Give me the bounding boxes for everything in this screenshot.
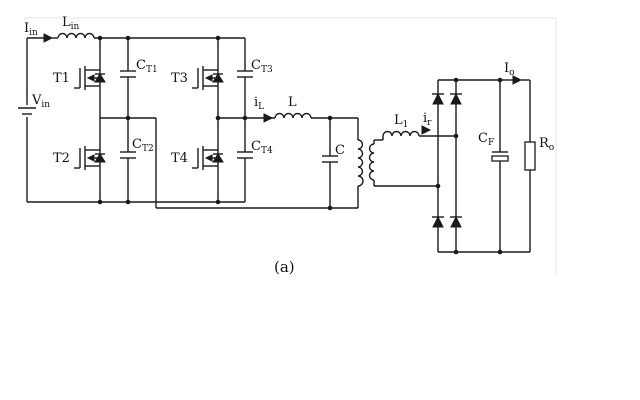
label-ir: ir xyxy=(423,111,432,128)
input-inductor xyxy=(57,32,95,39)
label-t1: T1 xyxy=(53,71,70,86)
resonant-tank xyxy=(263,112,456,211)
capacitor-cf xyxy=(491,155,509,162)
capacitor-ct3 xyxy=(237,70,253,78)
label-c: C xyxy=(335,143,345,158)
diode-bridge xyxy=(432,77,530,255)
inductor-l xyxy=(274,112,312,119)
figure-caption: (a) xyxy=(274,258,295,276)
capacitor-ct4 xyxy=(237,151,253,159)
label-t2: T2 xyxy=(53,151,70,166)
input-current-arrow xyxy=(43,33,54,43)
switch-t2 xyxy=(74,146,106,170)
label-t3: T3 xyxy=(171,71,188,86)
label-ct1: CT1 xyxy=(136,58,158,75)
inductor-l1 xyxy=(382,130,420,137)
component-labels: Iin Lin Vin T1 T2 T3 T4 CT1 CT2 CT3 CT4 … xyxy=(24,15,554,166)
label-ct3: CT3 xyxy=(251,58,273,75)
source-battery xyxy=(18,107,36,115)
label-ro: Ro xyxy=(539,136,554,153)
output-stage xyxy=(491,75,536,255)
transformer-primary xyxy=(357,139,364,187)
capacitor-ct1 xyxy=(120,70,136,78)
switch-t4 xyxy=(192,146,224,170)
label-cf: CF xyxy=(478,131,494,148)
full-bridge xyxy=(97,35,358,209)
transformer-secondary xyxy=(368,143,375,181)
label-iin: Iin xyxy=(24,21,38,38)
label-vin: Vin xyxy=(31,93,50,110)
switch-t1 xyxy=(74,66,106,90)
resistor-ro xyxy=(524,141,536,171)
diode-d2 xyxy=(450,92,462,105)
il-arrow xyxy=(263,113,274,123)
label-l1: L1 xyxy=(394,113,408,130)
diode-d1 xyxy=(432,92,444,105)
ir-arrow xyxy=(421,125,432,135)
label-ct4: CT4 xyxy=(251,139,273,156)
label-il: iL xyxy=(254,95,264,112)
diode-d3 xyxy=(432,215,444,228)
label-ct2: CT2 xyxy=(132,137,154,154)
io-arrow xyxy=(512,75,523,85)
diode-d4 xyxy=(450,215,462,228)
label-lin: Lin xyxy=(62,15,80,32)
figure-frame xyxy=(24,17,557,275)
capacitor-ct2 xyxy=(120,151,136,159)
label-t4: T4 xyxy=(171,151,188,166)
label-l: L xyxy=(288,95,297,110)
switch-t3 xyxy=(192,66,224,90)
label-io: Io xyxy=(504,61,515,78)
